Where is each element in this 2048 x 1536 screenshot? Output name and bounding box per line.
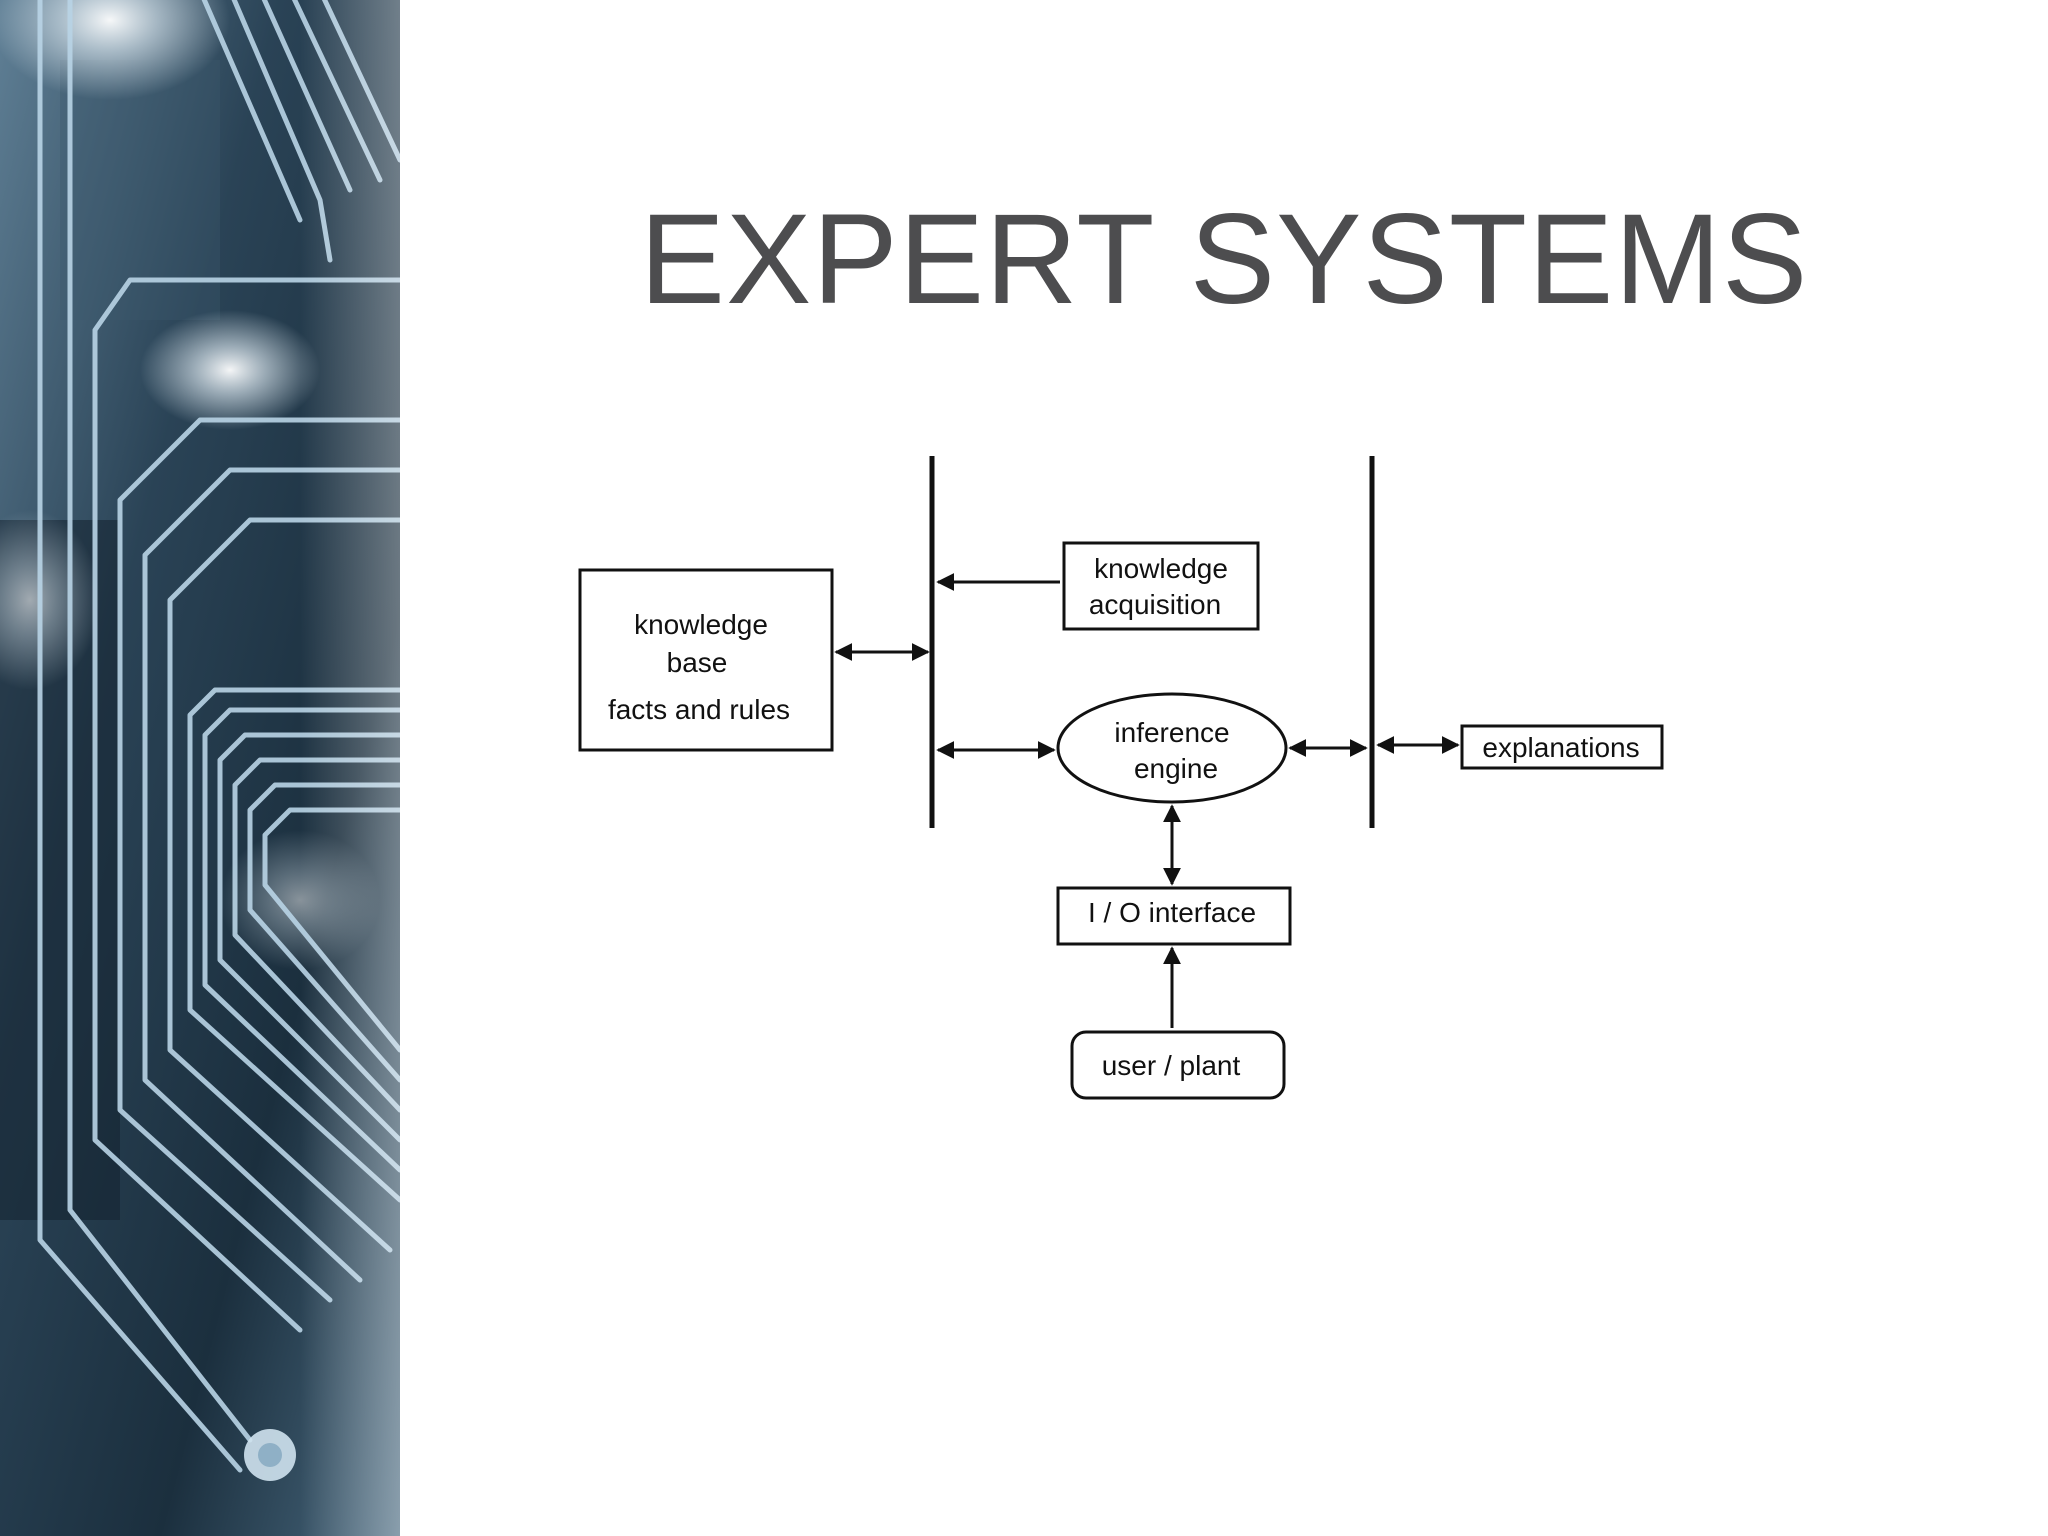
io-interface-label: I / O interface [1088,897,1256,928]
circuit-board-graphic [0,0,400,1536]
knowledge-base-label-line2: base [667,647,728,678]
explanations-node: explanations [1460,724,1664,770]
inference-engine-label-line2: engine [1134,753,1218,784]
knowledge-acquisition-label-line2: acquisition [1089,589,1221,620]
explanations-label: explanations [1482,732,1639,763]
io-interface-node: I / O interface [1056,886,1292,946]
knowledge-acquisition-node: knowledge acquisition [1062,541,1260,631]
user-plant-label: user / plant [1102,1050,1241,1081]
user-plant-node: user / plant [1070,1030,1286,1100]
knowledge-base-node: knowledge base facts and rules [578,568,834,752]
knowledge-acquisition-label-line1: knowledge [1094,553,1228,584]
page-title: EXPERT SYSTEMS [639,188,1809,331]
knowledge-base-label-line3: facts and rules [608,694,790,725]
knowledge-base-label-line1: knowledge [634,609,768,640]
circuit-board-image [0,0,400,1536]
inference-engine-label-line1: inference [1114,717,1229,748]
inference-engine-node: inference engine [1056,692,1288,804]
